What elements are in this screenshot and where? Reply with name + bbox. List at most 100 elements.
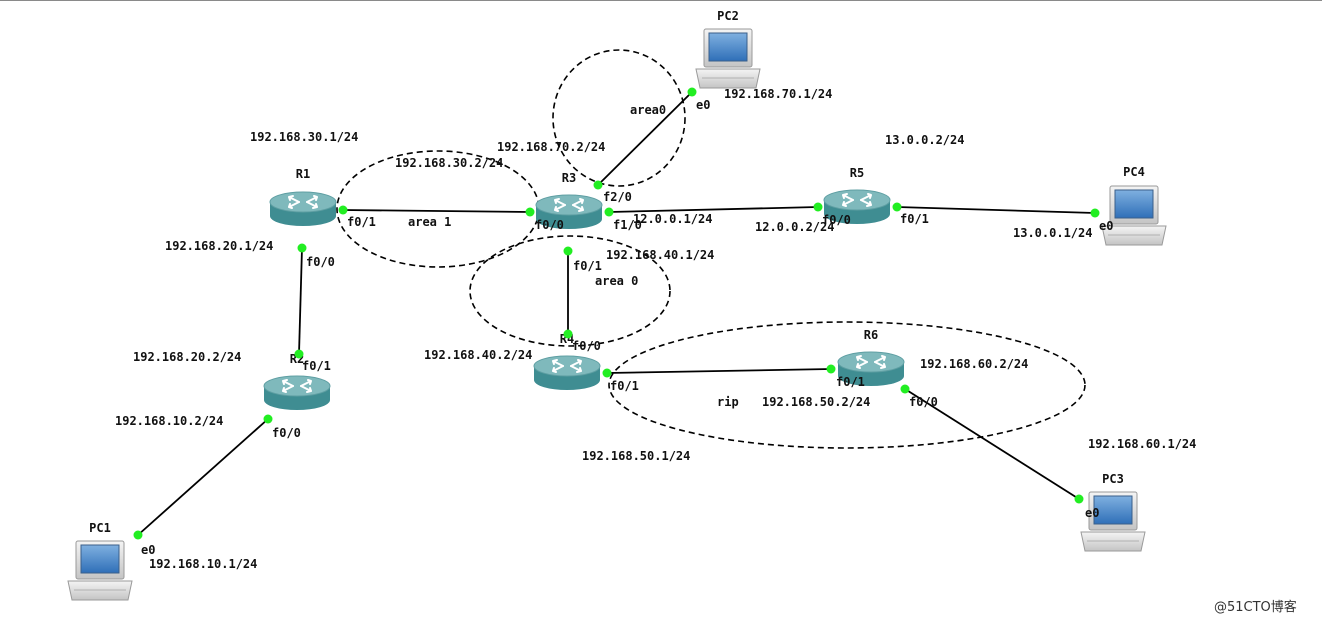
port-label: e0 <box>1099 219 1113 233</box>
link-r1-r3[interactable] <box>342 209 531 213</box>
link-r6-pc3[interactable] <box>904 388 1080 500</box>
ip-label: 13.0.0.2/24 <box>885 133 964 147</box>
area-ellipse-area0-mid <box>469 235 671 347</box>
link-r2-pc1[interactable] <box>137 418 269 536</box>
port-label: f0/1 <box>347 215 376 229</box>
links <box>137 91 1096 536</box>
ip-label: 192.168.70.2/24 <box>497 140 605 154</box>
port-dot[interactable] <box>133 530 143 540</box>
pc-icon <box>67 540 133 601</box>
ip-label: 192.168.20.2/24 <box>133 350 241 364</box>
link-r3-r5[interactable] <box>608 206 819 213</box>
link-r5-pc4[interactable] <box>896 206 1096 214</box>
link-r4-r6[interactable] <box>606 368 832 374</box>
area-labels: area0 area 1 area 0 rip <box>408 103 739 409</box>
router-icon <box>533 355 601 390</box>
port-label: f0/1 <box>900 212 929 226</box>
port-label: e0 <box>141 543 155 557</box>
port-dot[interactable] <box>602 368 612 378</box>
router-icon <box>535 194 603 229</box>
port-dot[interactable] <box>525 207 535 217</box>
port-dot[interactable] <box>338 205 348 215</box>
port-label: f2/0 <box>603 190 632 204</box>
router-R4[interactable]: R4 <box>533 332 601 390</box>
ip-label: 192.168.40.1/24 <box>606 248 714 262</box>
port-label: f1/0 <box>613 218 642 232</box>
device-label-R6: R6 <box>864 328 878 342</box>
device-label-PC2: PC2 <box>717 9 739 23</box>
pc-icon <box>1080 491 1146 552</box>
port-label: f0/0 <box>306 255 335 269</box>
port-dot[interactable] <box>604 207 614 217</box>
pc-PC3[interactable]: PC3 <box>1080 472 1146 552</box>
device-label-PC3: PC3 <box>1102 472 1124 486</box>
ip-labels: 192.168.30.1/24 192.168.30.2/24 192.168.… <box>115 87 1196 571</box>
area-ellipse-rip <box>608 321 1086 449</box>
ip-label: 192.168.50.1/24 <box>582 449 690 463</box>
device-label-PC1: PC1 <box>89 521 111 535</box>
ip-label: 192.168.10.1/24 <box>149 557 257 571</box>
ip-label: 192.168.20.1/24 <box>165 239 273 253</box>
port-labels: f0/1 f0/0 f0/0 f0/1 f0/0 e0 f2/0 e0 f1/0… <box>141 98 1113 557</box>
port-dot[interactable] <box>892 202 902 212</box>
port-dot[interactable] <box>263 414 273 424</box>
area-label-area0-mid: area 0 <box>595 274 638 288</box>
router-R5[interactable]: R5 <box>823 166 891 224</box>
router-icon <box>269 191 337 226</box>
port-dot[interactable] <box>294 349 304 359</box>
port-label: f0/1 <box>836 375 865 389</box>
ip-label: 12.0.0.2/24 <box>755 220 834 234</box>
router-R6[interactable]: R6 <box>837 328 905 386</box>
router-R3[interactable]: R3 <box>535 171 603 229</box>
port-label: f0/0 <box>822 213 851 227</box>
port-dot[interactable] <box>1090 208 1100 218</box>
port-dot[interactable] <box>563 329 573 339</box>
pc-icon <box>1101 185 1167 246</box>
router-icon <box>263 375 331 410</box>
ip-label: 192.168.70.1/24 <box>724 87 832 101</box>
pc-icon <box>695 28 761 89</box>
device-label-R1: R1 <box>296 167 310 181</box>
port-label: f0/0 <box>909 395 938 409</box>
port-label: e0 <box>1085 506 1099 520</box>
port-dot[interactable] <box>900 384 910 394</box>
port-dot[interactable] <box>297 243 307 253</box>
ip-label: 192.168.40.2/24 <box>424 348 532 362</box>
port-dot[interactable] <box>1074 494 1084 504</box>
port-label: f0/1 <box>573 259 602 273</box>
port-dot[interactable] <box>813 202 823 212</box>
port-label: f0/1 <box>610 379 639 393</box>
port-label: f0/0 <box>272 426 301 440</box>
port-dot[interactable] <box>563 246 573 256</box>
device-label-R5: R5 <box>850 166 864 180</box>
device-label-PC4: PC4 <box>1123 165 1145 179</box>
port-label: f0/0 <box>535 218 564 232</box>
ip-label: 13.0.0.1/24 <box>1013 226 1092 240</box>
ip-label: 192.168.10.2/24 <box>115 414 223 428</box>
ip-label: 192.168.60.1/24 <box>1088 437 1196 451</box>
area-label-rip: rip <box>717 395 739 409</box>
area-label-area0-top: area0 <box>630 103 666 117</box>
ip-label: 192.168.60.2/24 <box>920 357 1028 371</box>
port-label: f0/1 <box>302 359 331 373</box>
router-R2[interactable]: R2 <box>263 352 331 410</box>
pc-PC4[interactable]: PC4 <box>1101 165 1167 246</box>
ip-label: 192.168.30.1/24 <box>250 130 358 144</box>
pc-PC1[interactable]: PC1 <box>67 521 133 601</box>
top-border <box>0 0 1322 1</box>
ip-label: 192.168.30.2/24 <box>395 156 503 170</box>
router-icon <box>837 351 905 386</box>
port-label: f0/0 <box>572 339 601 353</box>
router-icon <box>823 189 891 224</box>
device-label-R3: R3 <box>562 171 576 185</box>
port-dot[interactable] <box>826 364 836 374</box>
pc-PC2[interactable]: PC2 <box>695 9 761 89</box>
router-R1[interactable]: R1 <box>269 167 337 226</box>
ip-label: 192.168.50.2/24 <box>762 395 870 409</box>
port-dots <box>133 87 1100 540</box>
port-dot[interactable] <box>687 87 697 97</box>
link-r3-pc2[interactable] <box>597 91 693 186</box>
link-r1-r2[interactable] <box>298 247 303 355</box>
port-dot[interactable] <box>593 180 603 190</box>
